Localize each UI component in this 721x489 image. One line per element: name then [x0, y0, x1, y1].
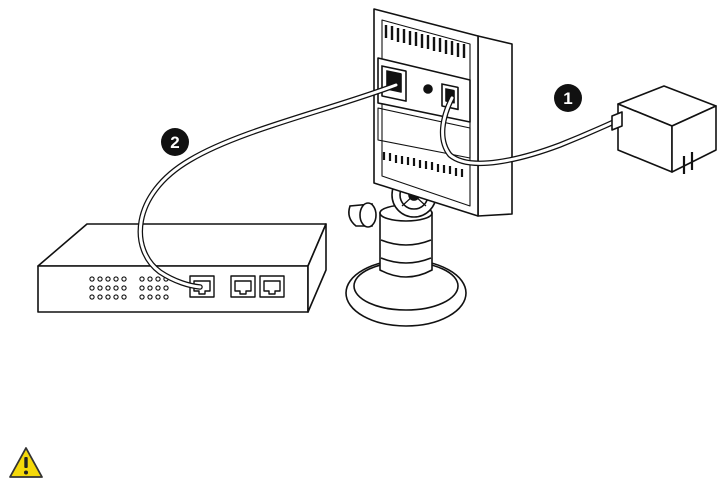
callout-number-2: 2 — [170, 133, 179, 152]
power-adapter — [612, 86, 716, 174]
switch-port-2 — [231, 276, 255, 297]
switch-port-3 — [260, 276, 284, 297]
reset-button — [424, 85, 432, 93]
callout-number-1: 1 — [563, 89, 572, 108]
callout-badge-1: 1 — [554, 84, 582, 112]
network-switch — [38, 224, 326, 312]
warning-triangle-icon — [8, 446, 44, 480]
callout-badge-2: 2 — [161, 128, 189, 156]
ip-camera — [374, 9, 512, 216]
